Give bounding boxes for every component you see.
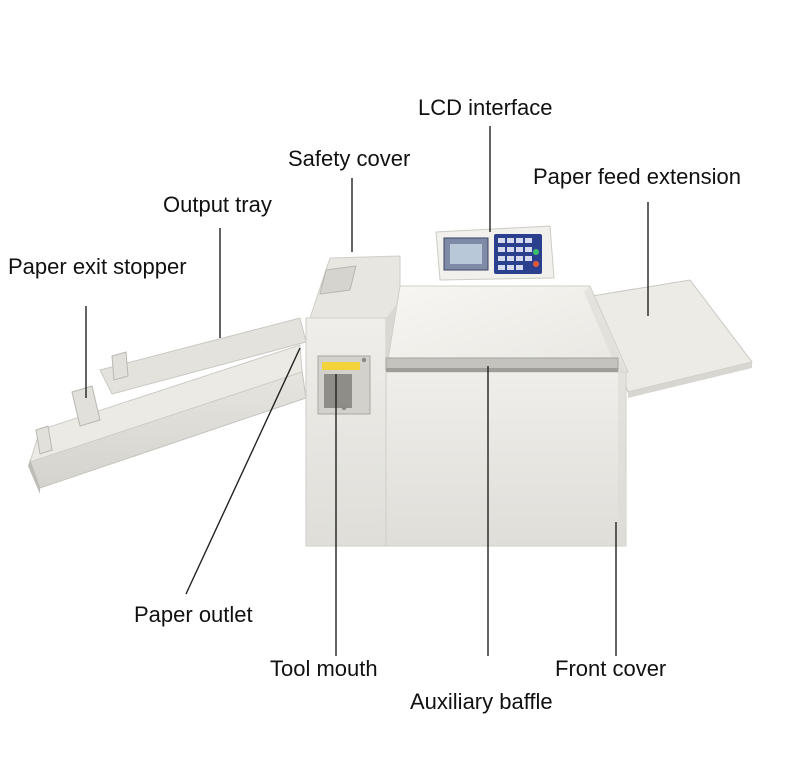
tool-mouth-shape: [317, 355, 371, 415]
lcd-control-box-shape: [435, 225, 555, 281]
label-paper-outlet: Paper outlet: [134, 602, 253, 627]
auxiliary-baffle-shape: [385, 357, 619, 372]
label-output-tray: Output tray: [163, 192, 272, 217]
main-body-shape: [385, 285, 629, 547]
leader-lines: [85, 126, 649, 656]
label-front-cover: Front cover: [555, 656, 667, 681]
label-lcd-interface: LCD interface: [418, 95, 553, 120]
output-tray-shape: [28, 317, 307, 494]
safety-cover-shape: [319, 265, 357, 295]
label-safety-cover: Safety cover: [288, 146, 411, 171]
label-tool-mouth: Tool mouth: [270, 656, 378, 681]
label-paper-exit-stopper: Paper exit stopper: [8, 254, 187, 279]
label-paper-feed-extension: Paper feed extension: [533, 164, 741, 189]
paper-exit-stopper-shape: [35, 351, 129, 455]
label-auxiliary-baffle: Auxiliary baffle: [410, 689, 553, 714]
leader-paper-outlet: [185, 347, 301, 595]
